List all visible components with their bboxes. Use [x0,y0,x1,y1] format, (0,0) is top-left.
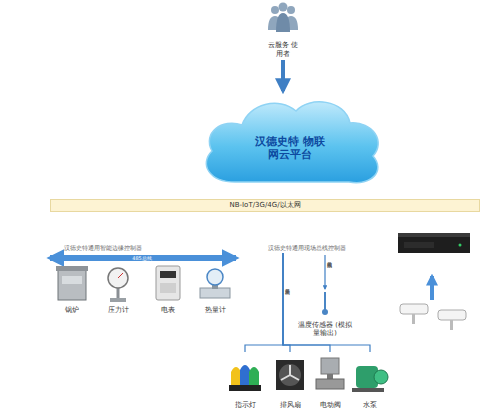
node-text: 锅炉 [65,307,79,315]
node-text: 汉德史特 物联网云平台 [253,135,328,161]
bus-line [50,255,236,261]
cloud-outline [206,102,378,183]
device-node: 压力计 [98,265,138,315]
electric-meter-icon [156,266,180,300]
valve-icon [316,358,344,389]
bus-controller: 汉德史特通用现场总线控制器 [262,243,352,253]
pump-icon [352,366,388,392]
users-icon [268,3,298,33]
connector [283,253,370,352]
user-group: 云服务 使用者 [266,2,300,58]
device-node: 锅炉 [52,265,92,315]
device-node: 指示灯 [227,352,263,410]
connector [324,255,325,289]
node-text: 指示灯 [235,402,256,410]
network-band: NB-IoT/3G/4G/以太网 [50,199,480,212]
heat-meter-icon [200,269,230,298]
device-node: 热量计 [195,265,235,315]
node-text: 水泵 [363,402,377,410]
node-text: 汉德史特通用现场总线控制器 [268,244,346,252]
connector [281,60,285,91]
pressure-gauge-icon [108,268,128,302]
bus-label: 485总线 [120,255,164,261]
server-icon [398,233,470,253]
device-node: 电表 [148,265,188,315]
node-text: 温度传感器 (模拟量输出) [297,322,353,338]
node-text: 热量计 [205,307,226,315]
node-text: 电表 [161,307,175,315]
upload-arrow [430,276,434,300]
fan-icon [276,360,304,390]
camera-icon [400,304,466,330]
node-text: 排风扇 [280,402,301,410]
sensor-node: 温度传感器 (模拟量输出) [297,290,353,338]
connector [283,253,290,352]
device-node: 电动阀 [312,352,348,410]
device-node: 排风扇 [272,352,308,410]
node-text: 压力计 [108,307,129,315]
node-text: 云服务 使用者 [266,41,300,58]
device-node: 水泵 [352,352,388,410]
edge-controller: 汉德史特通用智能边缘控制器 [55,243,150,253]
node-text: 电动阀 [320,402,341,410]
connector [245,253,283,352]
node-text: NB-IoT/3G/4G/以太网 [229,201,300,209]
boiler-icon [56,266,88,300]
indicator-light-icon [229,365,261,391]
node-text: 汉德史特通用智能边缘控制器 [64,244,142,252]
cloud-platform: 汉德史特 物联网云平台 [195,92,385,190]
thermometer-icon [322,292,328,315]
